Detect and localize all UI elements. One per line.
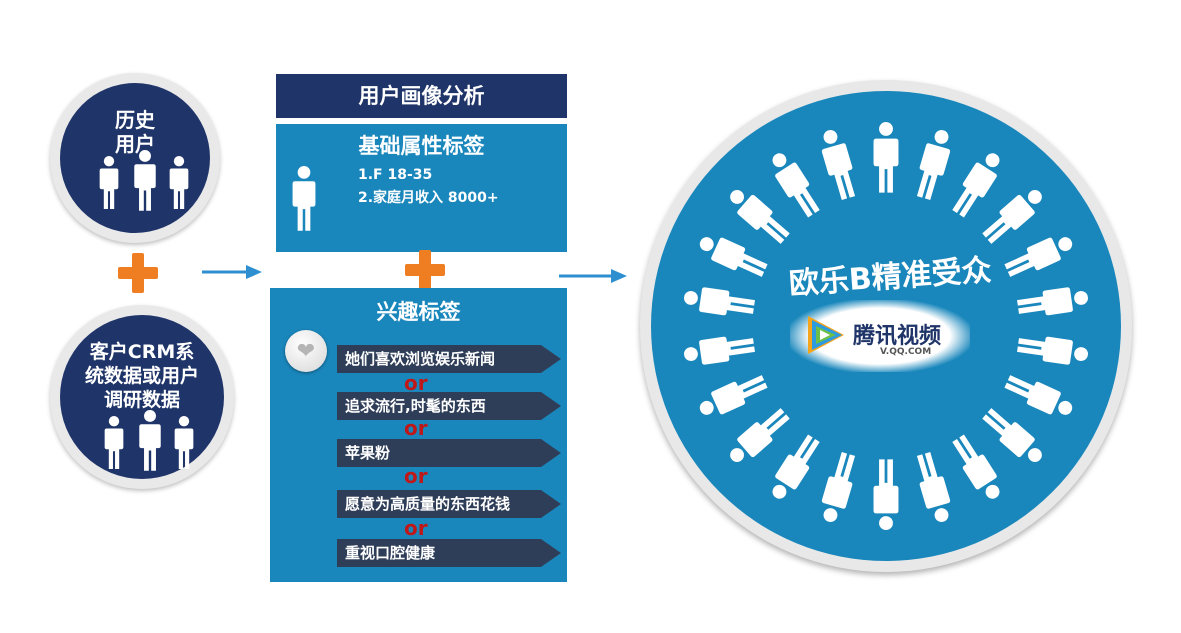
person-icon bbox=[695, 370, 770, 423]
basic-attributes-box bbox=[276, 124, 567, 252]
people-group-icon bbox=[99, 150, 189, 211]
history-users-label: 历史 用户 bbox=[60, 108, 210, 156]
person-icon bbox=[765, 431, 825, 505]
person-icon bbox=[911, 450, 956, 526]
interest-tag: 她们喜欢浏览娱乐新闻 bbox=[337, 345, 561, 373]
person-icon bbox=[873, 122, 899, 193]
crm-data-label: 客户CRM系 统数据或用户 调研数据 bbox=[60, 340, 224, 412]
tencent-video-logo-icon bbox=[808, 316, 844, 354]
history-users-disc bbox=[60, 83, 210, 233]
history-label-line1: 历史 bbox=[115, 108, 155, 132]
person-icon bbox=[695, 229, 770, 282]
person-icon bbox=[873, 459, 899, 530]
crm-label-line1: 客户CRM系 bbox=[89, 341, 195, 363]
arrow-right-icon bbox=[202, 265, 262, 279]
crm-label-line2: 统数据或用户 bbox=[84, 365, 199, 387]
interest-tag: 愿意为高质量的东西花钱 bbox=[337, 490, 561, 518]
user-profile-analysis-title: 用户画像分析 bbox=[276, 74, 567, 118]
heart-icon: ❤ bbox=[285, 330, 327, 372]
or-separator: or bbox=[404, 464, 428, 488]
person-icon bbox=[723, 182, 794, 249]
basic-attribute-1: 1.F 18-35 bbox=[358, 167, 433, 183]
person-icon bbox=[723, 403, 794, 470]
tencent-video-logo-url: V.QQ.COM bbox=[880, 347, 932, 357]
person-icon bbox=[816, 450, 861, 526]
or-separator: or bbox=[404, 416, 428, 440]
or-separator: or bbox=[404, 516, 428, 540]
person-icon bbox=[292, 166, 316, 231]
plus-icon-center bbox=[405, 250, 445, 290]
person-icon bbox=[816, 126, 861, 202]
plus-icon-left bbox=[118, 253, 158, 293]
interest-tags-title: 兴趣标签 bbox=[376, 300, 461, 324]
crm-label-line3: 调研数据 bbox=[103, 389, 180, 411]
person-icon bbox=[682, 284, 756, 320]
person-icon bbox=[978, 182, 1049, 249]
interest-tag: 追求流行,时髦的东西 bbox=[337, 392, 561, 420]
interest-tag: 苹果粉 bbox=[337, 439, 561, 467]
basic-attribute-2: 2.家庭月收入 8000+ bbox=[358, 190, 499, 206]
person-icon bbox=[1016, 284, 1090, 320]
person-icon bbox=[947, 147, 1007, 221]
person-icon bbox=[1002, 370, 1077, 423]
people-group-icon-2 bbox=[104, 410, 194, 471]
tencent-video-logo-text: 腾讯视频 bbox=[853, 324, 942, 349]
person-icon bbox=[911, 126, 956, 202]
or-separator: or bbox=[404, 371, 428, 395]
crm-data-disc bbox=[60, 315, 224, 479]
person-icon bbox=[978, 403, 1049, 470]
person-icon bbox=[682, 332, 756, 368]
arrow-right-icon-2 bbox=[559, 269, 627, 283]
interest-tag: 重视口腔健康 bbox=[337, 539, 561, 567]
person-icon bbox=[947, 431, 1007, 505]
basic-attributes-title: 基础属性标签 bbox=[358, 134, 485, 158]
person-icon bbox=[1016, 332, 1090, 368]
person-icon bbox=[765, 147, 825, 221]
